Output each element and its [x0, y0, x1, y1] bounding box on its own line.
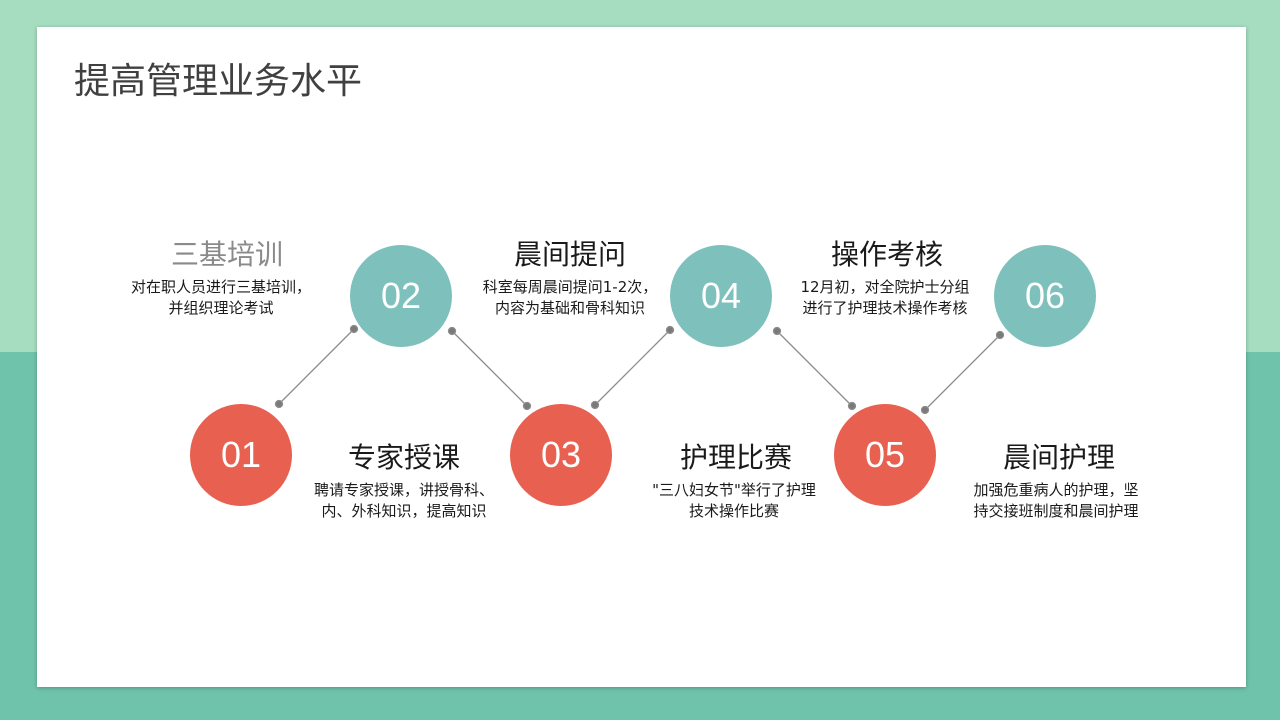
- step-desc-line: 进行了护理技术操作考核: [802, 299, 968, 317]
- connector-dot: [995, 330, 1005, 340]
- step-desc-02: 聘请专家授课，讲授骨科、 内、外科知识，提高知识: [284, 480, 524, 522]
- step-desc-04: "三八妇女节"举行了护理 技术操作比赛: [614, 480, 854, 522]
- connector-04-05: [776, 330, 853, 407]
- step-desc-line: "三八妇女节"举行了护理: [652, 481, 816, 499]
- connector-05-06: [924, 334, 1001, 411]
- step-circle-04: 04: [670, 245, 772, 347]
- step-desc-line: 内容为基础和骨科知识: [494, 299, 645, 317]
- step-desc-03: 科室每周晨间提问1-2次， 内容为基础和骨科知识: [450, 277, 690, 319]
- step-title-04: 护理比赛: [679, 441, 792, 474]
- step-desc-line: 并组织理论考试: [168, 299, 274, 317]
- connector-02-03: [451, 330, 528, 407]
- step-desc-01: 对在职人员进行三基培训， 并组织理论考试: [101, 277, 341, 319]
- connector-dot: [274, 399, 284, 409]
- page-title: 提高管理业务水平: [74, 61, 363, 102]
- step-desc-05: 12月初，对全院护士分组 进行了护理技术操作考核: [765, 277, 1005, 319]
- slide-card: [37, 27, 1246, 687]
- connector-dot: [665, 325, 675, 335]
- connector-dot: [772, 326, 782, 336]
- step-desc-line: 技术操作比赛: [688, 502, 779, 520]
- connector-01-02: [278, 328, 355, 405]
- step-desc-line: 加强危重病人的护理，坚: [973, 481, 1139, 499]
- step-desc-line: 聘请专家授课，讲授骨科、: [313, 481, 494, 499]
- step-circle-05: 05: [834, 404, 936, 506]
- connector-dot: [920, 405, 930, 415]
- step-desc-line: 12月初，对全院护士分组: [800, 278, 970, 296]
- step-desc-line: 对在职人员进行三基培训，: [130, 278, 311, 296]
- connector-dot: [847, 401, 857, 411]
- step-title-03: 晨间提问: [513, 238, 626, 271]
- step-title-02: 专家授课: [347, 441, 460, 474]
- step-desc-06: 加强危重病人的护理，坚 持交接班制度和晨间护理: [936, 480, 1176, 522]
- step-desc-line: 持交接班制度和晨间护理: [973, 502, 1139, 520]
- connector-03-04: [594, 329, 671, 406]
- connector-dot: [349, 324, 359, 334]
- step-circle-02: 02: [350, 245, 452, 347]
- step-title-05: 操作考核: [830, 238, 943, 271]
- step-desc-line: 内、外科知识，提高知识: [321, 502, 487, 520]
- step-circle-06: 06: [994, 245, 1096, 347]
- connector-dot: [522, 401, 532, 411]
- step-circle-01: 01: [190, 404, 292, 506]
- connector-dot: [447, 326, 457, 336]
- connector-dot: [590, 400, 600, 410]
- step-title-01: 三基培训: [170, 238, 283, 271]
- step-circle-03: 03: [510, 404, 612, 506]
- step-title-06: 晨间护理: [1002, 441, 1115, 474]
- step-desc-line: 科室每周晨间提问1-2次，: [482, 278, 658, 296]
